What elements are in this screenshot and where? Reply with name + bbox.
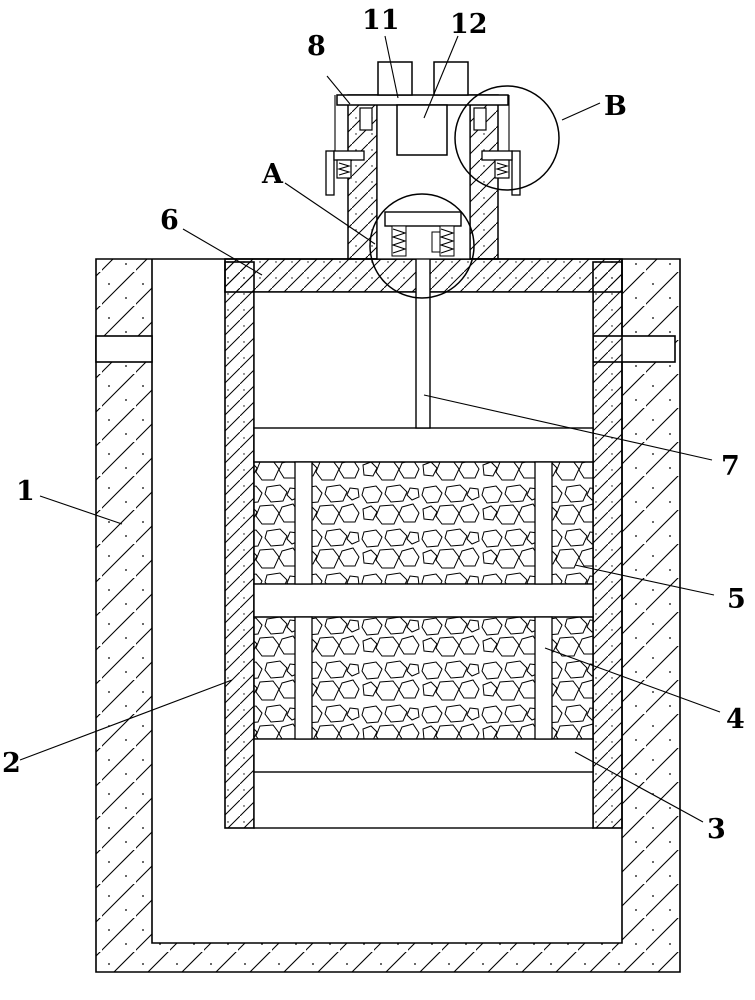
label-1: 1	[16, 476, 35, 507]
inner-stud-left	[359, 107, 373, 131]
leader-lines	[19, 35, 721, 823]
detail-circle-b	[454, 85, 560, 191]
label-b: B	[604, 91, 627, 122]
support-column-right-lower	[534, 616, 553, 740]
label-4: 4	[726, 704, 745, 735]
spring-right	[439, 225, 455, 257]
latch-right	[481, 150, 521, 196]
label-2: 2	[2, 748, 21, 779]
cap-plate	[336, 94, 509, 106]
top-knob-right	[433, 61, 469, 96]
middle-plate	[253, 583, 594, 618]
label-3: 3	[707, 814, 726, 845]
support-column-left-lower	[294, 616, 313, 740]
spring-left	[391, 225, 407, 257]
label-5: 5	[727, 584, 746, 615]
label-a: A	[261, 159, 284, 190]
detail-circle-a	[369, 193, 475, 299]
support-column-right-upper	[534, 461, 553, 585]
left-bracket-slot	[95, 335, 153, 363]
part-labels: 1 2 3 4 5 6 7 8 11 12 A B	[2, 5, 746, 845]
press-plate	[253, 427, 594, 463]
label-6: 6	[160, 205, 179, 236]
rod-collar	[431, 231, 441, 253]
inner-canister	[224, 261, 623, 829]
inner-stud-right	[473, 107, 487, 131]
label-11: 11	[362, 5, 400, 36]
center-block	[396, 104, 448, 156]
latch-left	[325, 150, 365, 196]
label-8: 8	[307, 31, 326, 62]
support-column-left-upper	[294, 461, 313, 585]
top-knob-left	[377, 61, 413, 96]
piston-plate	[384, 211, 462, 227]
label-12: 12	[450, 9, 488, 40]
top-mechanism	[325, 61, 521, 260]
label-7: 7	[721, 451, 740, 482]
bottom-plate	[253, 738, 594, 773]
